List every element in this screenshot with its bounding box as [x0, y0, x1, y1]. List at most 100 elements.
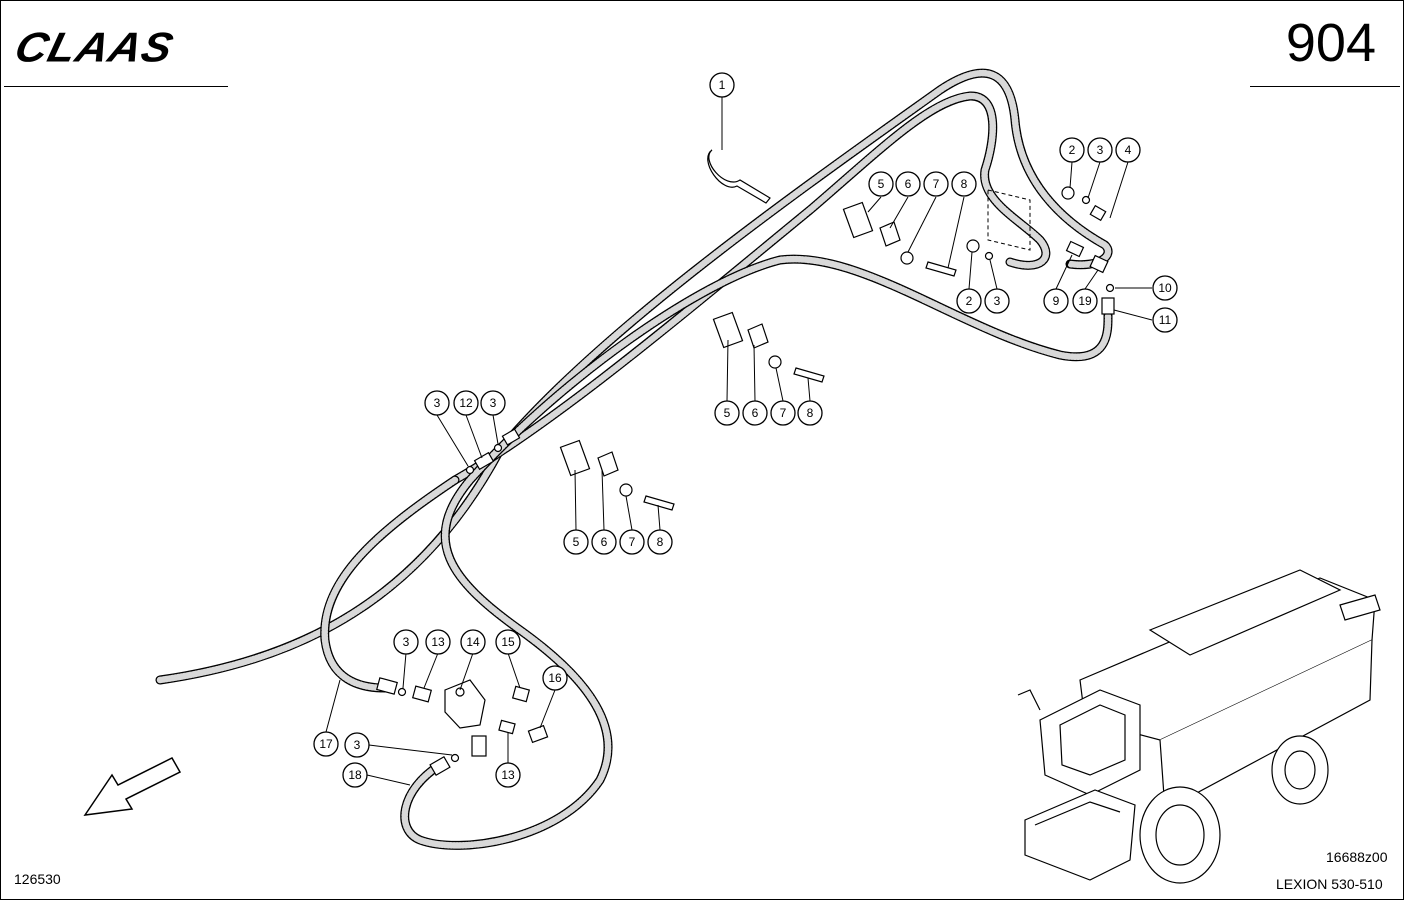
hose-17-braid: [321, 476, 459, 692]
callout-3-f: 3: [344, 732, 370, 758]
clamp-plate-mid: [747, 323, 769, 349]
callout-2-a: 2: [1059, 137, 1085, 163]
page-number-underline: [1250, 86, 1400, 87]
callout-17-label: 17: [319, 737, 333, 751]
fitting-2-mid: [966, 239, 980, 253]
callout-9: 9: [1043, 288, 1069, 314]
callout-6-a-label: 6: [905, 177, 912, 191]
hose-end-4: [1089, 204, 1107, 222]
callout-3-d: 3: [480, 390, 506, 416]
callout-10: 10: [1152, 275, 1178, 301]
callout-13-a: 13: [425, 629, 451, 655]
hose-end-11: [1101, 297, 1115, 315]
oring-3-bottom-a: [397, 687, 407, 697]
callout-5-a: 5: [868, 171, 894, 197]
callout-3-b: 3: [984, 288, 1010, 314]
oring-10: [1105, 283, 1115, 293]
bolt-low: [643, 495, 675, 511]
drawing-reference: 16688z00: [1326, 849, 1388, 865]
callout-3-c-label: 3: [434, 396, 441, 410]
callout-11-label: 11: [1159, 313, 1172, 327]
oring-3-right: [1081, 195, 1091, 205]
clamp-block-top: [842, 201, 874, 239]
hose-end-18: [429, 755, 451, 777]
callout-3-a-label: 3: [1097, 143, 1104, 157]
callout-3-b-label: 3: [994, 294, 1001, 308]
callout-3-e: 3: [393, 629, 419, 655]
callout-3-c: 3: [424, 390, 450, 416]
adapter-9: [1065, 240, 1085, 258]
callout-2-b: 2: [956, 288, 982, 314]
callout-9-label: 9: [1053, 294, 1060, 308]
callout-16-label: 16: [548, 671, 562, 685]
callout-12: 12: [453, 390, 479, 416]
callout-19-label: 19: [1078, 294, 1092, 308]
callout-13-a-label: 13: [431, 635, 445, 649]
elbow-15: [511, 685, 531, 703]
adapter-13-b: [498, 719, 516, 735]
callout-13-b: 13: [495, 762, 521, 788]
callout-4-label: 4: [1125, 143, 1132, 157]
model-name: LEXION 530-510: [1276, 876, 1383, 892]
callout-8-c-label: 8: [657, 535, 664, 549]
oring-3-mid: [984, 251, 994, 261]
clamp-block-mid: [712, 311, 744, 349]
callout-18: 18: [342, 762, 368, 788]
figure-id: 126530: [14, 871, 61, 887]
callout-1-label: 1: [719, 78, 726, 92]
callout-7-a: 7: [923, 171, 949, 197]
callout-3-a: 3: [1087, 137, 1113, 163]
hose-end-left: [501, 428, 521, 446]
callout-6-b: 6: [742, 400, 768, 426]
mounting-bracket: [987, 189, 1031, 251]
oring-3-left-b: [493, 443, 503, 453]
valve-port: [455, 687, 465, 697]
callout-5-b-label: 5: [724, 406, 731, 420]
callout-19: 19: [1072, 288, 1098, 314]
hose-main-upper-braid: [156, 70, 1112, 684]
callout-16: 16: [542, 665, 568, 691]
callout-7-c-label: 7: [629, 535, 636, 549]
combine-harvester-thumbnail: [1017, 569, 1381, 884]
callout-8-c: 8: [647, 529, 673, 555]
bolt-top: [925, 261, 957, 277]
clamp-block-low: [559, 439, 591, 477]
leader-lines: [325, 97, 1153, 786]
callout-3-e-label: 3: [403, 635, 410, 649]
callout-5-c: 5: [563, 529, 589, 555]
cable-tie: [707, 149, 771, 204]
clamp-plate-low: [597, 451, 619, 477]
callout-6-c-label: 6: [601, 535, 608, 549]
callout-17: 17: [313, 731, 339, 757]
callout-13-b-label: 13: [501, 768, 515, 782]
callout-12-label: 12: [459, 396, 473, 410]
hardware: [376, 149, 1115, 777]
callout-6-c: 6: [591, 529, 617, 555]
hose-main-upper-outline: [155, 68, 1113, 685]
callout-8-a: 8: [951, 171, 977, 197]
callout-2-b-label: 2: [966, 294, 973, 308]
callout-6-b-label: 6: [752, 406, 759, 420]
logo-underline: [4, 86, 228, 87]
washer-top: [900, 251, 914, 265]
adapter-13-a: [411, 685, 433, 703]
hose-end-17: [376, 677, 398, 695]
callout-group: 1 2 3 4 5 6 7 8 2 3 9 19 10 11 5 6 7 8 3…: [313, 72, 1178, 788]
valve-bottom-port: [471, 735, 487, 757]
callout-2-a-label: 2: [1069, 143, 1076, 157]
callout-18-label: 18: [348, 768, 362, 782]
callout-1: 1: [709, 72, 735, 98]
callout-10-label: 10: [1158, 281, 1172, 295]
bolt-mid: [793, 367, 825, 383]
callout-14: 14: [460, 629, 486, 655]
washer-low: [619, 483, 633, 497]
callout-5-a-label: 5: [878, 177, 885, 191]
callout-7-c: 7: [619, 529, 645, 555]
direction-arrow: [83, 757, 182, 816]
callout-6-a: 6: [895, 171, 921, 197]
callout-8-b-label: 8: [807, 406, 814, 420]
callout-4: 4: [1115, 137, 1141, 163]
callout-7-b: 7: [770, 400, 796, 426]
callout-11: 11: [1152, 307, 1178, 333]
hose-lines: [155, 68, 1113, 850]
